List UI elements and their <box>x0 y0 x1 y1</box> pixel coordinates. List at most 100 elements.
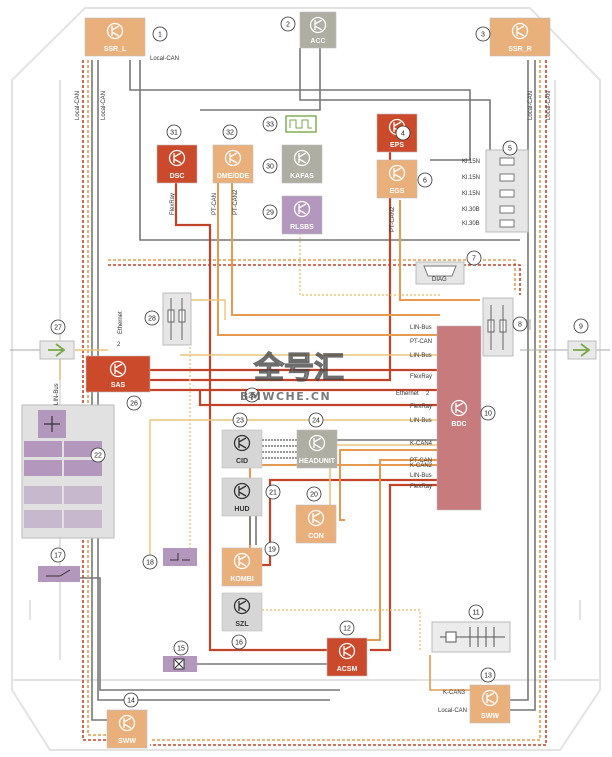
callout-circle <box>339 620 355 636</box>
control-unit-label: ACSM <box>337 666 358 673</box>
bus-label: Kl.30B <box>462 207 480 213</box>
bus-label: Kl.15N <box>462 175 480 181</box>
callout-circle <box>262 116 278 132</box>
control-unit-box <box>326 637 368 677</box>
control-unit-szl: SZL <box>221 592 263 632</box>
transistor-icon <box>293 200 311 218</box>
transistor-icon <box>308 434 326 452</box>
callout-number: 31 <box>170 130 178 137</box>
bus-label: Kl.15N <box>462 191 480 197</box>
control-unit-label: SSR_L <box>104 46 127 53</box>
control-unit-box <box>84 17 146 57</box>
bus-label: LIN-Bus <box>410 473 432 479</box>
callout-3: 3 <box>475 26 491 42</box>
control-unit-box <box>106 709 148 749</box>
control-unit-acc: ACC <box>299 11 337 49</box>
callout-circle <box>144 310 160 326</box>
callout-31: 31 <box>166 124 182 140</box>
control-unit-egs: EGS <box>376 159 418 199</box>
antenna-27 <box>39 340 75 360</box>
control-unit-label: SSR_R <box>508 46 531 53</box>
control-unit-box <box>221 592 263 632</box>
control-unit-con: CON <box>295 504 337 544</box>
control-unit-label: KAFAS <box>290 173 314 180</box>
callout-circle <box>126 395 142 411</box>
callout-28: 28 <box>144 310 160 326</box>
control-unit-box <box>221 547 263 587</box>
callout-circle <box>264 541 280 557</box>
switch-panel-22 <box>21 404 115 539</box>
callout-circle <box>90 447 106 463</box>
control-unit-label: CON <box>308 533 324 540</box>
callout-9: 9 <box>573 318 589 334</box>
callout-29: 29 <box>262 204 278 220</box>
watermark: 全号汇 BMWCHE.CN <box>240 350 345 403</box>
watermark-cn: 全号汇 <box>253 351 344 386</box>
antenna-9 <box>567 340 597 360</box>
bus-label: 2 <box>117 342 121 348</box>
bus-label: LIN-Bus <box>410 353 432 359</box>
control-unit-box <box>221 429 263 469</box>
control-unit-dme: DME/DDE <box>212 144 254 184</box>
bus-label: K-CAN3 <box>443 690 466 696</box>
bus-label: Local-CAN <box>101 91 107 120</box>
transistor-icon <box>450 399 468 417</box>
callout-number: 9 <box>579 324 583 331</box>
control-unit-sww-l: SWW <box>106 709 148 749</box>
transistor-icon <box>309 16 327 34</box>
callout-number: 18 <box>146 560 154 567</box>
control-unit-box <box>489 17 551 57</box>
callout-number: 19 <box>268 547 276 554</box>
callout-circle <box>306 486 322 502</box>
callout-number: 25 <box>248 393 256 400</box>
callout-circle <box>50 547 66 563</box>
callout-circle <box>308 412 324 428</box>
callout-circle <box>466 250 482 266</box>
callout-27: 27 <box>50 319 66 335</box>
callout-16: 16 <box>231 634 247 650</box>
callout-17: 17 <box>50 547 66 563</box>
bus-label: LIN-Bus <box>410 418 432 424</box>
callout-circle <box>222 124 238 140</box>
control-unit-label: EGS <box>390 188 405 195</box>
transistor-icon <box>233 482 251 500</box>
callout-number: 7 <box>472 256 476 263</box>
camera-sensor-33 <box>285 115 317 133</box>
callout-circle <box>512 316 528 332</box>
callout-20: 20 <box>306 486 322 502</box>
watermark-url: BMWCHE.CN <box>240 390 331 403</box>
transistor-icon <box>388 164 406 182</box>
control-unit-kombi: KOMBI <box>221 547 263 587</box>
control-unit-box <box>156 144 198 184</box>
callout-number: 32 <box>226 130 234 137</box>
bus-label: Local-CAN <box>546 91 552 120</box>
callout-number: 30 <box>266 164 274 171</box>
control-unit-box <box>281 195 323 235</box>
bus-label: PT-CAN <box>410 339 432 345</box>
transistor-icon <box>109 360 127 378</box>
transistor-icon <box>511 22 529 40</box>
callout-circle <box>280 16 296 32</box>
callout-number: 26 <box>130 401 138 408</box>
transistor-icon <box>338 642 356 660</box>
callout-circle <box>232 412 248 428</box>
control-unit-label: EPS <box>390 142 404 149</box>
callout-8: 8 <box>512 316 528 332</box>
callout-33: 33 <box>262 116 278 132</box>
callout-number: 15 <box>177 646 185 653</box>
control-unit-label: DME/DDE <box>217 173 250 180</box>
callout-number: 29 <box>266 210 274 217</box>
diag-label: DIAG <box>432 277 447 283</box>
control-unit-label: KOMBI <box>230 576 253 583</box>
callout-number: 28 <box>148 316 156 323</box>
bus-label: PT-CAN2 <box>233 189 239 215</box>
control-unit-ssr-r: SSR_R <box>489 17 551 57</box>
transistor-icon <box>481 689 499 707</box>
callout-circle <box>262 158 278 174</box>
callout-circle <box>262 204 278 220</box>
callout-number: 14 <box>127 698 135 705</box>
callout-12: 12 <box>339 620 355 636</box>
